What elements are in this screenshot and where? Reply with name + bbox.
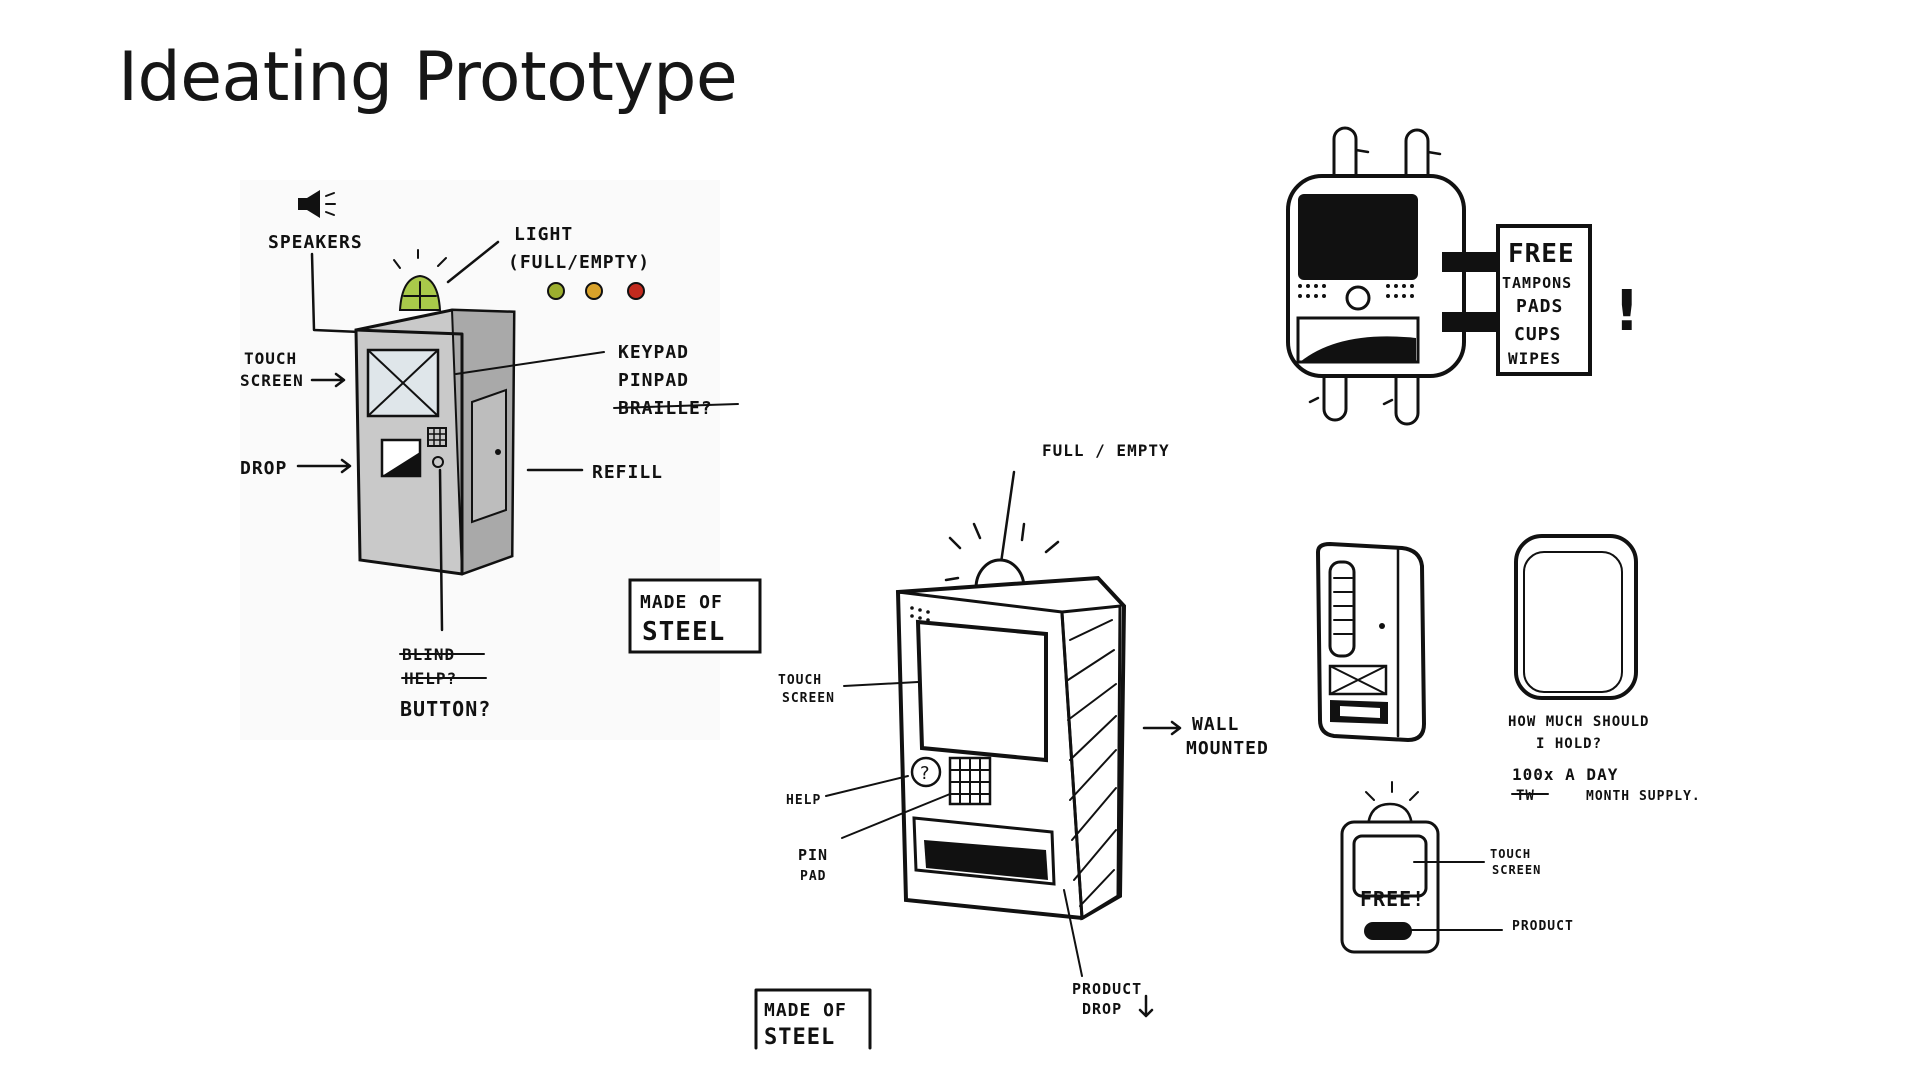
label-touch: TOUCH	[778, 673, 822, 688]
sign-line-wipes: WIPES	[1508, 349, 1561, 368]
label-100x-day: 100x A DAY	[1512, 765, 1618, 784]
label-month-supply: MONTH SUPPLY.	[1586, 789, 1701, 804]
light-green	[547, 282, 565, 300]
sketch-floor-kiosk: SPEAKERS LIGHT (FULL/EMPTY) TOUCH SCREE	[240, 180, 739, 740]
label-drop: DROP	[1082, 1000, 1122, 1018]
sketch-sign-dispenser: FREE TAMPONS PADS CUPS WIPES !	[1286, 126, 1640, 426]
sign-line-free: FREE	[1508, 239, 1575, 269]
question-icon: ?	[920, 763, 930, 784]
sign-line-cups: CUPS	[1514, 324, 1561, 345]
label-pin: PIN	[798, 846, 828, 864]
label-pinpad: PINPAD	[618, 370, 689, 391]
dispenser-screen	[1298, 194, 1418, 280]
label-how-much: HOW MUCH SHOULD	[1508, 714, 1649, 730]
dispenser-help-icon	[1345, 285, 1371, 311]
label-help: HELP	[786, 793, 821, 808]
label-drop: DROP	[240, 458, 287, 479]
wall-touch-screen	[915, 619, 1048, 763]
light-yellow	[585, 282, 603, 300]
label-touch: TOUCH	[1490, 847, 1531, 861]
label-free: FREE!	[1360, 887, 1425, 911]
wall-help-button	[910, 756, 942, 788]
label-tw-strike: TW	[1516, 788, 1535, 804]
light-red	[627, 282, 645, 300]
label-pad: PAD	[800, 869, 826, 884]
small-touch-screen	[1352, 834, 1428, 898]
free-sign	[1496, 224, 1592, 376]
label-keypad: KEYPAD	[618, 342, 689, 363]
label-made-of-2: MADE OF	[764, 1000, 847, 1021]
label-steel-2: STEEL	[764, 1025, 835, 1050]
label-product: PRODUCT	[1512, 919, 1574, 934]
label-screen: SCREEN	[1492, 863, 1541, 877]
kiosk-help-button	[432, 456, 444, 468]
label-screen: SCREEN	[782, 691, 835, 706]
label-light-sub: (FULL/EMPTY)	[508, 252, 650, 273]
label-wall: WALL	[1192, 714, 1239, 735]
label-screen: SCREEN	[240, 371, 304, 390]
sketch-side-views: HOW MUCH SHOULD I HOLD? 100x A DAY TW MO…	[1315, 534, 1701, 954]
label-mounted: MOUNTED	[1186, 738, 1269, 759]
sign-line-tampons: TAMPONS	[1502, 274, 1572, 292]
label-light: LIGHT	[514, 224, 573, 245]
page-title: Ideating Prototype	[118, 38, 738, 117]
label-product: PRODUCT	[1072, 980, 1142, 998]
label-refill: REFILL	[592, 462, 663, 483]
sign-line-pads: PADS	[1516, 296, 1563, 317]
exclamation-mark: !	[1614, 279, 1640, 344]
sketch-wall-kiosk: MADE OF STEEL FULL / EMPTY ? TOUCH SCREE…	[628, 441, 1269, 1050]
steel-box-1	[628, 578, 762, 654]
label-steel-1: STEEL	[642, 617, 725, 647]
label-speakers: SPEAKERS	[268, 232, 363, 253]
small-product-slot	[1364, 922, 1412, 940]
label-braille: BRAILLE?	[618, 398, 713, 419]
speaker-icon	[298, 190, 336, 218]
label-i-hold: I HOLD?	[1536, 736, 1602, 752]
label-button: BUTTON?	[400, 697, 491, 721]
back-view-unit	[1514, 534, 1638, 700]
label-full-empty: FULL / EMPTY	[1042, 441, 1170, 460]
kiosk-refill-door	[471, 388, 507, 524]
label-made-of-1: MADE OF	[640, 592, 723, 613]
label-touch: TOUCH	[244, 349, 297, 368]
kiosk-keypad	[427, 427, 447, 447]
